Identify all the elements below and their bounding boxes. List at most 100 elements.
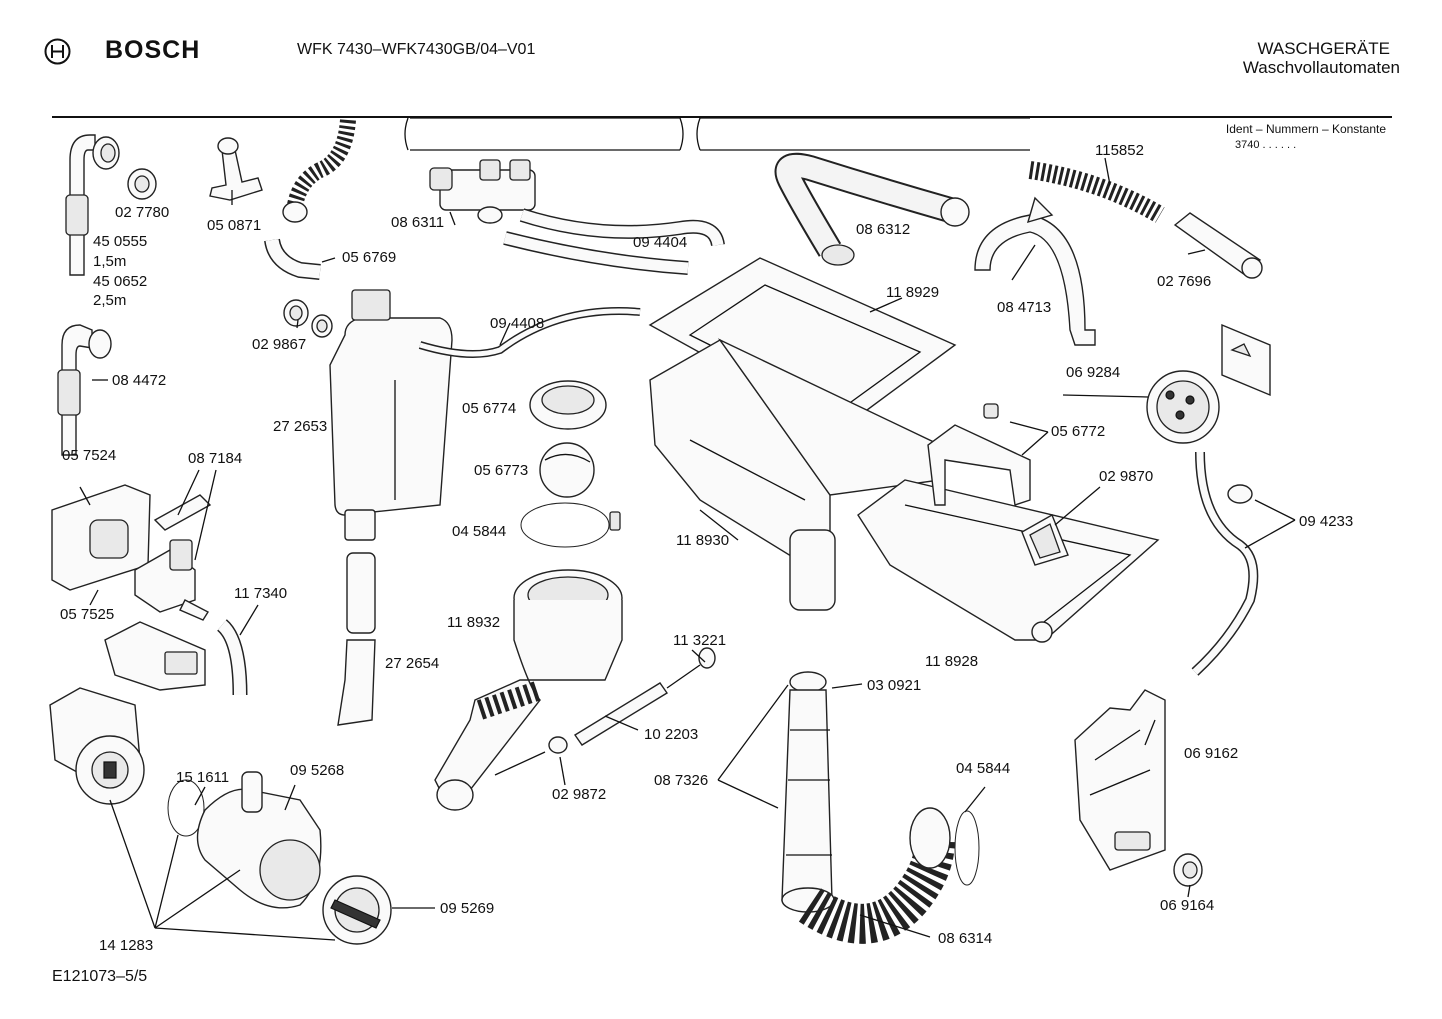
drain-pump-part bbox=[49, 687, 145, 805]
part-label: 14 1283 bbox=[99, 937, 153, 954]
part-label: 2,5m bbox=[93, 292, 126, 309]
rod-102203-part bbox=[573, 647, 716, 746]
sump-part bbox=[434, 569, 623, 811]
hose-clip-part bbox=[974, 196, 1096, 346]
part-label: 11 3221 bbox=[673, 632, 726, 649]
part-label: 04 5844 bbox=[452, 523, 506, 540]
part-label: 05 6774 bbox=[462, 400, 516, 417]
part-label: 06 9284 bbox=[1066, 364, 1120, 381]
o-ring-151611-part bbox=[167, 779, 205, 837]
drain-filter-part bbox=[322, 875, 392, 945]
brand-name: BOSCH bbox=[105, 36, 201, 64]
part-label: 05 7524 bbox=[62, 447, 116, 464]
part-label: 06 9162 bbox=[1184, 745, 1238, 762]
part-label: 45 0652 bbox=[93, 273, 147, 290]
inlet-hose-084472-part bbox=[57, 324, 112, 456]
part-label: 09 5268 bbox=[290, 762, 344, 779]
fitting-029872-part bbox=[494, 736, 568, 776]
seal-056774-part bbox=[529, 380, 607, 430]
part-label: 04 5844 bbox=[956, 760, 1010, 777]
part-label: 02 7696 bbox=[1157, 273, 1211, 290]
part-labels: 02 7780 05 0871 45 0555 1,5m 45 0652 2,5… bbox=[60, 142, 1353, 954]
part-label: 08 4472 bbox=[112, 372, 166, 389]
bosch-logo-icon bbox=[44, 38, 71, 65]
part-label: 08 6312 bbox=[856, 221, 910, 238]
part-label: 09 4404 bbox=[633, 234, 687, 251]
cover-part bbox=[104, 621, 206, 691]
part-label: 02 7780 bbox=[115, 204, 169, 221]
seal-ring-part bbox=[127, 168, 157, 200]
part-label: 115852 bbox=[1095, 142, 1144, 159]
part-label: 05 6769 bbox=[342, 249, 396, 266]
pressure-switch-part bbox=[1146, 370, 1220, 444]
seal-029870-part bbox=[1021, 513, 1069, 566]
drawer-part bbox=[857, 479, 1160, 643]
part-label: 27 2654 bbox=[385, 655, 439, 672]
part-label: 11 8928 bbox=[925, 653, 978, 670]
part-label: 05 0871 bbox=[207, 217, 261, 234]
model-number: WFK 7430–WFK7430GB/04–V01 bbox=[297, 41, 536, 58]
ident-value: 3740 . . . . . . bbox=[1235, 139, 1297, 151]
leader-lines bbox=[79, 157, 1296, 941]
part-label: 02 9870 bbox=[1099, 468, 1153, 485]
part-label: 08 6311 bbox=[391, 214, 444, 231]
clamp-045844b-part bbox=[954, 810, 980, 886]
hose-094408-part bbox=[418, 307, 641, 358]
washer-029867-part bbox=[283, 299, 333, 338]
corrugated-hose-part bbox=[282, 117, 1030, 223]
part-label: 08 6314 bbox=[938, 930, 992, 947]
part-label: 02 9867 bbox=[252, 336, 306, 353]
valve-block-part bbox=[429, 159, 536, 224]
grommet-069164-part bbox=[1173, 853, 1203, 887]
tab-plate-part bbox=[1221, 323, 1271, 397]
corrugated-hose-115852-part bbox=[1028, 161, 1165, 223]
ident-heading: Ident – Nummern – Konstante bbox=[1225, 122, 1386, 136]
hose-117340-part bbox=[216, 619, 248, 696]
part-label: 09 5269 bbox=[440, 900, 494, 917]
drawing-id: E121073–5/5 bbox=[52, 968, 148, 985]
detergent-drawer-housing-part bbox=[649, 338, 941, 611]
part-label: 05 6773 bbox=[474, 462, 528, 479]
part-label: 06 9164 bbox=[1160, 897, 1214, 914]
filter-housing-part bbox=[196, 771, 322, 909]
y-connector-part bbox=[209, 137, 263, 201]
solenoid-valve-part bbox=[134, 494, 212, 621]
header-divider bbox=[52, 116, 1392, 118]
part-label: 45 0555 bbox=[93, 233, 147, 250]
bracket-069162-part bbox=[1074, 689, 1166, 871]
part-label: 03 0921 bbox=[867, 677, 921, 694]
part-label: 08 4713 bbox=[997, 299, 1051, 316]
hose-end-part bbox=[1173, 212, 1263, 279]
part-label: 05 7525 bbox=[60, 606, 114, 623]
part-label: 09 4408 bbox=[490, 315, 544, 332]
inlet-hose-part bbox=[65, 134, 120, 276]
part-label: 27 2653 bbox=[273, 418, 327, 435]
hose-094233-part bbox=[1191, 451, 1259, 676]
reservoir-part bbox=[329, 289, 453, 541]
clamp-ring-045844-part bbox=[520, 502, 621, 548]
part-label: 02 9872 bbox=[552, 786, 606, 803]
category-title: WASCHGERÄTE bbox=[1257, 39, 1390, 58]
part-label: 05 6772 bbox=[1051, 423, 1105, 440]
part-label: 15 1611 bbox=[176, 769, 229, 786]
part-label: 10 2203 bbox=[644, 726, 698, 743]
part-label: 1,5m bbox=[93, 253, 126, 270]
bracket-056772-part bbox=[927, 403, 1031, 506]
part-label: 11 8930 bbox=[676, 532, 729, 549]
part-label: 11 7340 bbox=[234, 585, 287, 602]
part-label: 11 8929 bbox=[886, 284, 939, 301]
part-label: 08 7326 bbox=[654, 772, 708, 789]
elbow-056769-part bbox=[264, 238, 321, 280]
part-label: 08 7184 bbox=[188, 450, 242, 467]
category-subtitle: Waschvollautomaten bbox=[1242, 58, 1400, 77]
drain-pipe-part bbox=[781, 671, 835, 913]
curved-tube-part bbox=[774, 152, 970, 266]
part-label: 11 8932 bbox=[447, 614, 500, 631]
tube-272654-part bbox=[337, 552, 376, 726]
ball-056773-part bbox=[539, 442, 595, 498]
hose-094404-part bbox=[503, 208, 725, 275]
bellows-hose-part bbox=[798, 807, 955, 944]
part-label: 09 4233 bbox=[1299, 513, 1353, 530]
